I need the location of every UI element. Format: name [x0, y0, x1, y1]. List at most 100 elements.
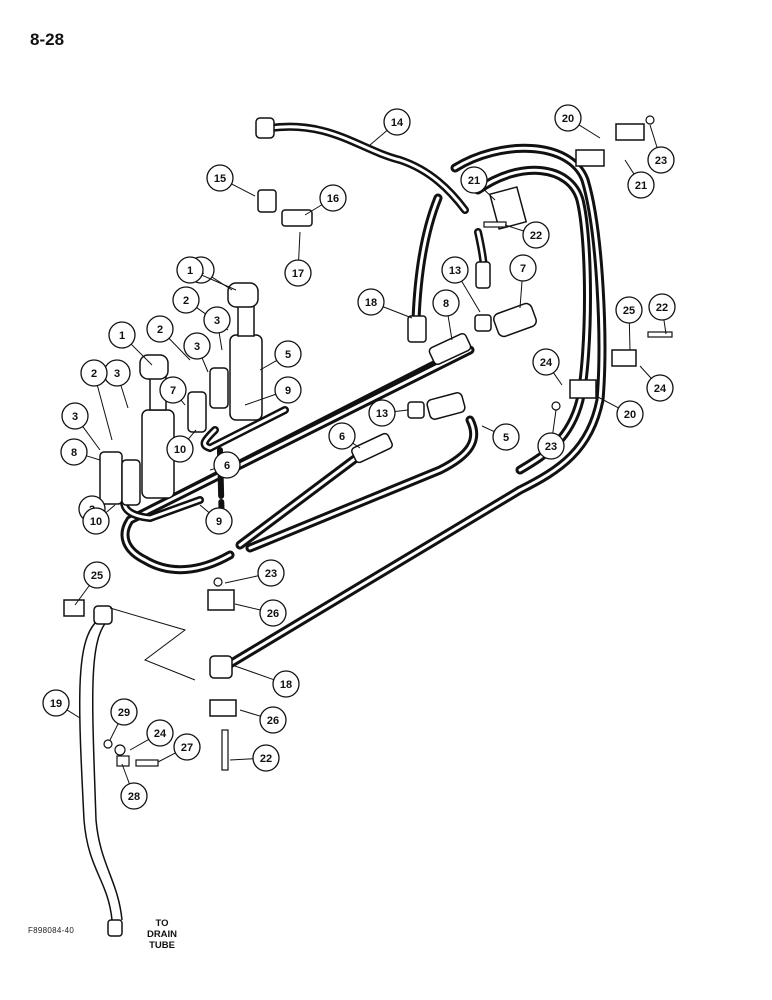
callout-leader-5 [259, 360, 277, 371]
callout-circle-24 [146, 719, 174, 747]
callout-leader-8 [86, 455, 101, 461]
callout-leader-13 [461, 280, 481, 313]
callout-leader-22 [229, 758, 254, 761]
callout-leader-19 [66, 709, 81, 719]
drain-tube [78, 605, 196, 937]
callout-circle-21 [627, 171, 655, 199]
callout-leader-6 [352, 442, 361, 449]
callout-circle-24 [532, 348, 560, 376]
clamp-20-upper [575, 149, 605, 167]
callout-circle-21 [460, 166, 488, 194]
callout-label-10: 10 [174, 444, 186, 456]
clamp-26-lower [209, 699, 237, 717]
callout-circle-7 [509, 254, 537, 282]
callout-1: 1 [108, 321, 153, 366]
hardware [103, 115, 673, 771]
callout-leader-20 [578, 124, 601, 139]
callout-circle-10 [166, 435, 194, 463]
callout-label-22: 22 [530, 230, 542, 242]
callout-circle-3 [203, 306, 231, 334]
callout-circle-20 [616, 400, 644, 428]
bracket-25-left [63, 599, 85, 617]
callout-1: 1 [176, 256, 237, 291]
callout-label-7: 7 [520, 263, 526, 275]
callout-25: 25 [615, 296, 643, 351]
callout-label-9: 9 [285, 385, 291, 397]
callout-label-2: 2 [91, 368, 97, 380]
callout-3: 3 [103, 359, 131, 409]
callout-circle-28 [120, 782, 148, 810]
callout-label-10: 10 [90, 516, 102, 528]
callout-label-7: 7 [170, 385, 176, 397]
callout-circle-3 [61, 402, 89, 430]
callout-circle-9 [274, 376, 302, 404]
callouts: 1420232115162122171813712825223152392424… [42, 104, 676, 810]
callout-label-1: 1 [119, 330, 125, 342]
callout-leader-18 [234, 665, 274, 681]
callout-leader-10 [187, 429, 197, 440]
callout-label-26: 26 [267, 608, 279, 620]
callout-label-13: 13 [376, 408, 388, 420]
bolt-22-right [647, 331, 673, 338]
callout-label-22: 22 [260, 753, 272, 765]
plate-21 [488, 186, 528, 230]
callout-18: 18 [357, 288, 413, 319]
callout-leader-1 [130, 343, 153, 366]
callout-label-9: 9 [216, 516, 222, 528]
callout-label-18: 18 [365, 297, 377, 309]
callout-circle-16 [319, 184, 347, 212]
callout-label-3: 3 [114, 368, 120, 380]
bolt-27 [135, 759, 159, 767]
elbow-13-lower [407, 401, 425, 419]
cylinder-1-right [229, 334, 263, 421]
callout-label-1: 1 [187, 265, 193, 277]
callout-circle-29 [110, 698, 138, 726]
callout-circle-17 [284, 259, 312, 287]
callout-leader-26 [239, 709, 261, 717]
bracket-25-right [611, 349, 637, 367]
callout-circle-6 [213, 451, 241, 479]
callout-label-16: 16 [327, 193, 339, 205]
callout-leader-21 [483, 188, 496, 201]
callout-label-2: 2 [183, 295, 189, 307]
callout-8: 8 [60, 438, 101, 466]
callout-22: 22 [648, 293, 676, 335]
callout-leader-9 [244, 393, 276, 406]
drain-note-line-1: TO [155, 918, 169, 929]
callout-label-18: 18 [280, 679, 292, 691]
callout-leader-5 [481, 425, 495, 433]
callout-24: 24 [639, 365, 674, 402]
callout-leader-1 [201, 274, 237, 291]
callout-circle-2 [80, 359, 108, 387]
callout-label-3: 3 [194, 341, 200, 353]
callout-circle-2 [172, 286, 200, 314]
callout-20: 20 [595, 395, 644, 428]
callout-label-8: 8 [443, 298, 449, 310]
callout-10: 10 [82, 504, 116, 535]
callout-leader-21 [624, 159, 635, 175]
callout-label-20: 20 [624, 409, 636, 421]
nut-23-mid [551, 401, 561, 411]
callout-leader-8 [447, 315, 453, 341]
callout-circle-1 [176, 256, 204, 284]
callout-leader-3 [82, 426, 101, 451]
callout-26: 26 [239, 706, 287, 734]
coupler-6-lower [351, 432, 393, 464]
callout-label-21: 21 [468, 175, 480, 187]
callout-circle-14 [383, 108, 411, 136]
callout-leader-2 [168, 337, 191, 361]
callout-label-23: 23 [265, 568, 277, 580]
callout-circle-18 [272, 670, 300, 698]
coupler-7-upper [493, 302, 537, 338]
callout-circle-9 [205, 507, 233, 535]
callout-circle-7 [159, 376, 187, 404]
callout-3: 3 [183, 332, 211, 373]
callout-leader-16 [304, 204, 323, 216]
callout-leader-24 [553, 372, 563, 386]
callout-label-14: 14 [391, 117, 404, 129]
callout-label-15: 15 [214, 173, 226, 185]
callout-leader-24 [639, 365, 652, 379]
callout-leader-23 [552, 409, 557, 434]
callout-13: 13 [441, 256, 481, 313]
callout-20: 20 [554, 104, 601, 139]
